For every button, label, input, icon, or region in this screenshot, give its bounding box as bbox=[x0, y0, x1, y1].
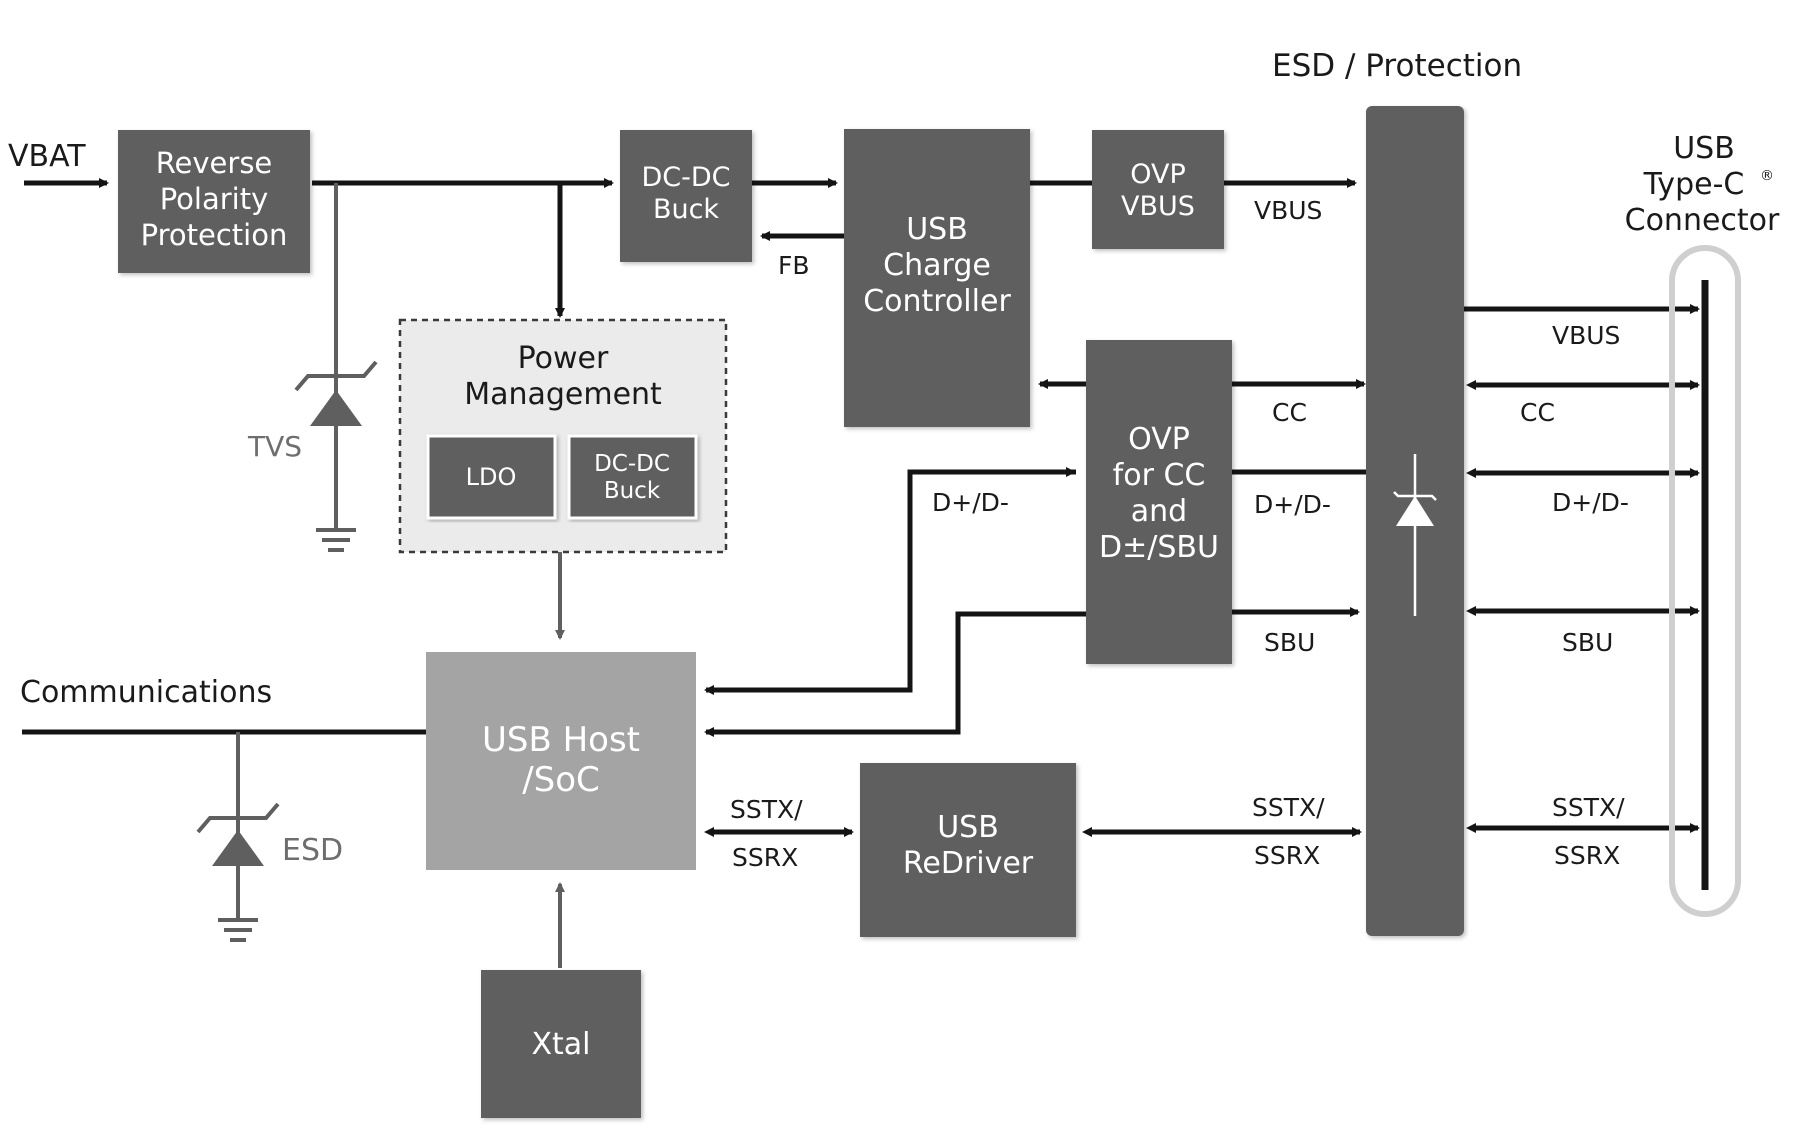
usb-redriver-label-2: ReDriver bbox=[903, 846, 1034, 881]
sstx-mid-label: SSTX/ bbox=[1252, 793, 1325, 822]
esd-diode-left-icon bbox=[196, 802, 280, 866]
usb-charge-label-3: Controller bbox=[863, 284, 1011, 319]
sstx-right-label: SSTX/ bbox=[1552, 793, 1625, 822]
tvs-diode-icon bbox=[294, 360, 378, 426]
ovp-vbus-label-2: VBUS bbox=[1121, 191, 1195, 222]
ovp-cc-label-3: and bbox=[1131, 494, 1187, 529]
usb-redriver-label-1: USB bbox=[937, 810, 999, 845]
dcdc-buck-pm-block bbox=[567, 434, 698, 520]
ovp-vbus-block bbox=[1092, 130, 1224, 249]
esd-protection-title: ESD / Protection bbox=[1272, 48, 1522, 84]
dpdm-host-wire bbox=[704, 469, 1076, 695]
usb-redriver-block bbox=[860, 763, 1076, 937]
vbus-top-label: VBUS bbox=[1254, 196, 1322, 225]
esd-label: ESD bbox=[282, 833, 343, 868]
esd-ground-icon bbox=[218, 918, 258, 942]
power-management-label-2: Management bbox=[464, 377, 662, 412]
vbat-label: VBAT bbox=[8, 139, 86, 174]
cc-mid-label: CC bbox=[1272, 398, 1307, 427]
dpdm-mid-label: D+/D- bbox=[1254, 490, 1331, 519]
dcdc-buck-top-label-1: DC-DC bbox=[641, 162, 730, 193]
usb-host-soc-block bbox=[426, 652, 696, 870]
dcdc-buck-top-label-2: Buck bbox=[653, 194, 719, 225]
usb-typec-title-3: Connector bbox=[1625, 203, 1780, 238]
ovp-vbus-label-1: OVP bbox=[1130, 159, 1186, 190]
reverse-polarity-block bbox=[118, 130, 310, 273]
dcdc-buck-top-block bbox=[620, 130, 752, 262]
xtal-block bbox=[481, 970, 641, 1118]
ovp-cc-label-2: for CC bbox=[1113, 458, 1206, 493]
dcdc-buck-pm-label-2: Buck bbox=[604, 478, 661, 504]
dpdm-left-label: D+/D- bbox=[932, 488, 1009, 517]
dcdc-buck-pm-label-1: DC-DC bbox=[594, 451, 670, 477]
xtal-label: Xtal bbox=[531, 1027, 590, 1062]
dpdm-right-label: D+/D- bbox=[1552, 488, 1629, 517]
ssrx-left-label: SSRX bbox=[732, 843, 798, 872]
ssrx-mid-label: SSRX bbox=[1254, 841, 1320, 870]
usb-typec-connector-outline bbox=[1669, 245, 1741, 917]
communications-label: Communications bbox=[20, 675, 272, 710]
ldo-block bbox=[426, 434, 557, 520]
tvs-label: TVS bbox=[247, 430, 302, 463]
registered-mark: ® bbox=[1760, 168, 1774, 184]
tvs-ground-icon bbox=[316, 528, 356, 552]
sstx-left-label: SSTX/ bbox=[730, 795, 803, 824]
usb-host-label-2: /SoC bbox=[522, 760, 600, 800]
esd-diode-icon bbox=[1393, 454, 1437, 616]
usb-charge-label-1: USB bbox=[906, 212, 968, 247]
sbu-host-wire bbox=[704, 611, 1088, 737]
usb-typec-title-1: USB bbox=[1673, 131, 1735, 166]
usb-charge-controller-block bbox=[844, 129, 1030, 427]
ovp-cc-label-4: D±/SBU bbox=[1099, 530, 1219, 565]
cc-right-label: CC bbox=[1520, 398, 1555, 427]
fb-label: FB bbox=[778, 251, 810, 280]
vbus-right-label: VBUS bbox=[1552, 321, 1620, 350]
ssrx-right-label: SSRX bbox=[1554, 841, 1620, 870]
usb-host-label-1: USB Host bbox=[482, 720, 640, 760]
ldo-label: LDO bbox=[466, 463, 517, 491]
sbu-mid-label: SBU bbox=[1264, 628, 1315, 657]
usb-typec-title-2: Type-C bbox=[1643, 167, 1745, 202]
power-management-label-1: Power bbox=[518, 341, 609, 376]
reverse-polarity-label-1: Reverse bbox=[156, 146, 273, 180]
reverse-polarity-label-2: Polarity bbox=[160, 182, 269, 216]
sbu-right-label: SBU bbox=[1562, 628, 1613, 657]
reverse-polarity-label-3: Protection bbox=[141, 218, 288, 252]
ovp-cc-block bbox=[1086, 340, 1232, 664]
ovp-cc-label-1: OVP bbox=[1128, 422, 1190, 457]
usb-charge-label-2: Charge bbox=[883, 248, 991, 283]
